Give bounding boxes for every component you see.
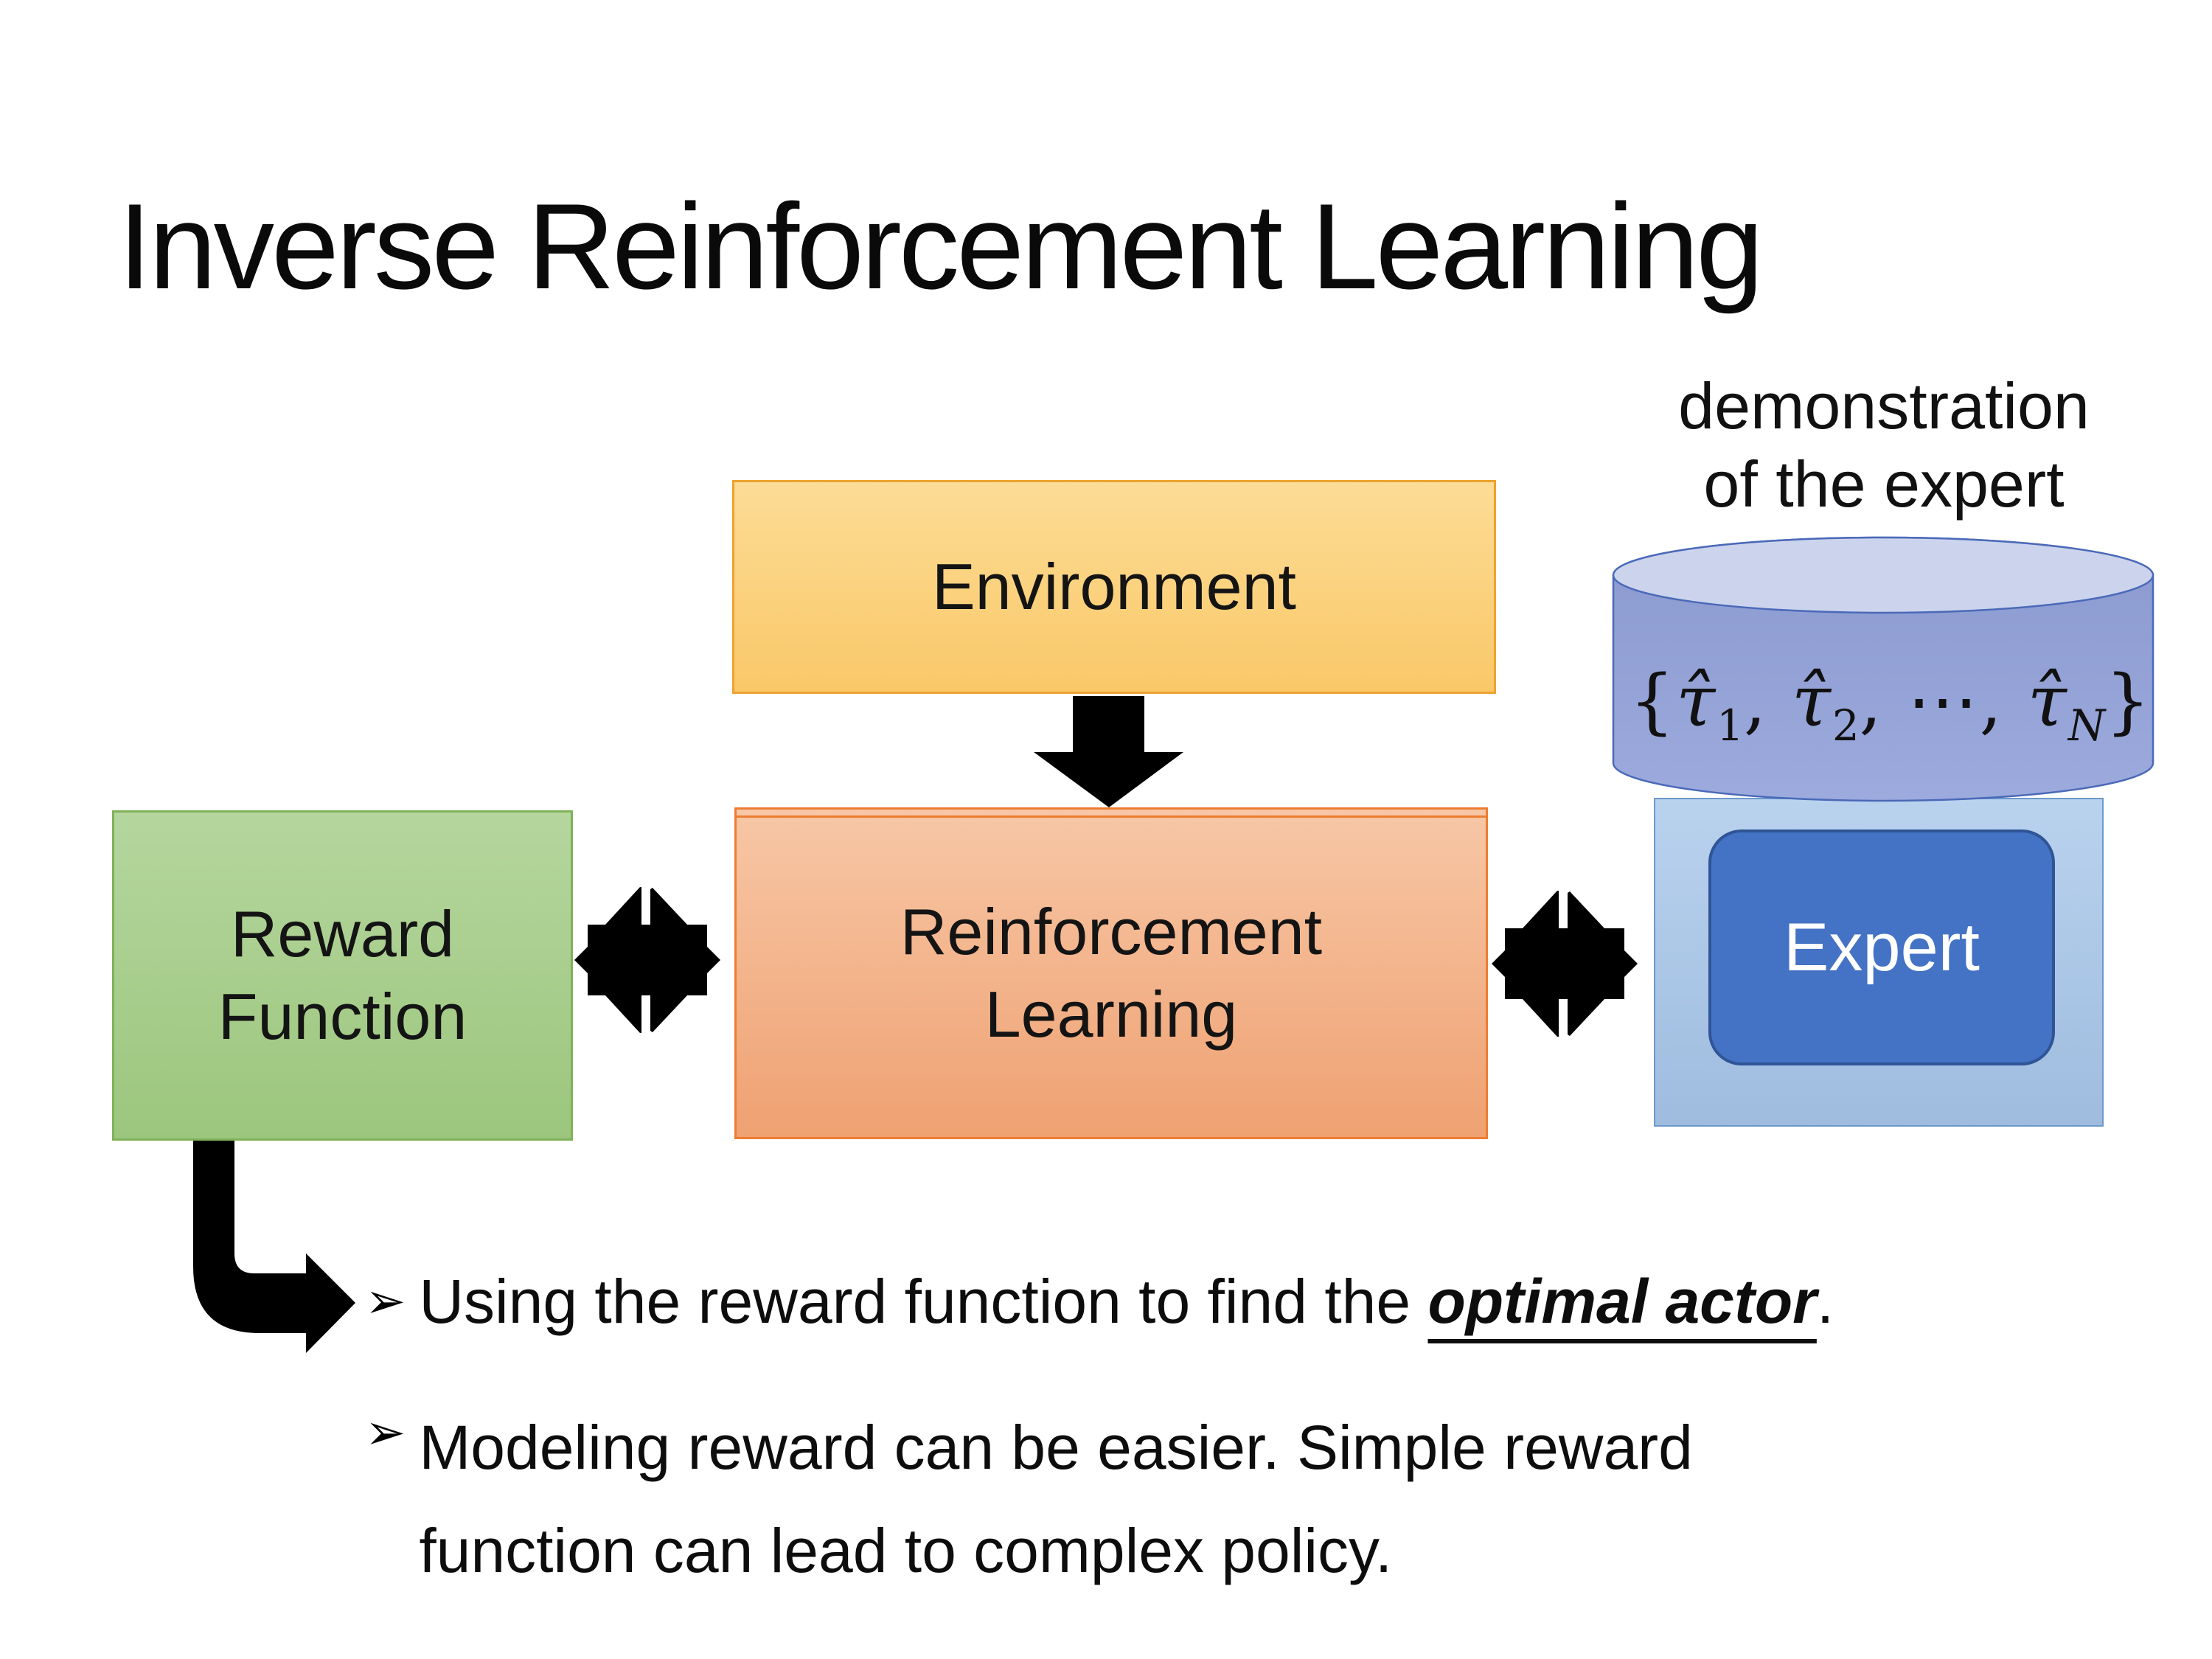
formula-comma: , [1743,660,1792,742]
demonstration-caption-line2: of the expert [1703,448,2065,521]
rl-expert-double-arrow-icon [1492,891,1638,1037]
trajectory-set-formula: {τ̂1, τ̂2, ⋯, τ̂N} [1630,660,2150,751]
reward-label-line1: Reward [230,897,455,970]
environment-box: Environment [732,480,1496,694]
formula-subN: N [2067,701,2106,751]
down-arrow-icon [1034,696,1183,807]
cylinder-top [1612,536,2154,614]
reward-function-box: Reward Function [112,810,573,1141]
formula-sub2: 2 [1832,701,1860,751]
reward-label-line2: Function [218,980,467,1053]
bullet-1-emphasis: optimal actor [1427,1267,1817,1336]
bullet-1-after: . [1816,1267,1834,1336]
rl-label-line1: Reinforcement [900,895,1323,968]
expert-label: Expert [1784,909,1980,985]
environment-label: Environment [931,550,1296,623]
bullet-arrowhead-icon: ➢ [365,1273,406,1329]
bullet-2-line1: Modeling reward can be easier. Simple re… [419,1413,1693,1482]
bullet-2-text: Modeling reward can be easier. Simple re… [419,1396,1693,1602]
demonstration-caption: demonstration of the expert [1607,367,2160,524]
formula-tau1: τ̂ [1676,660,1717,742]
reinforcement-learning-box: Reinforcement Learning [734,807,1488,1139]
formula-comma: , [1859,660,1907,742]
formula-tau2: τ̂ [1791,660,1832,742]
reward-rl-double-arrow-icon [574,887,720,1033]
demonstration-caption-line1: demonstration [1678,369,2090,442]
formula-comma: , [1979,660,2028,742]
bullet-1-text: Using the reward function to find the op… [419,1265,1834,1338]
formula-open-brace: { [1630,660,1677,742]
formula-tauN: τ̂ [2027,660,2068,742]
expert-box: Expert [1708,830,2055,1065]
bullet-item-1: ➢ Using the reward function to find the … [365,1265,1834,1338]
bullet-1-before: Using the reward function to find the [419,1267,1428,1336]
demonstration-database-cylinder [1612,536,2154,802]
formula-sub1: 1 [1717,701,1744,751]
rl-label-line2: Learning [984,978,1238,1051]
rl-box-inner-edge [737,815,1486,818]
formula-cdots: ⋯ [1907,660,1980,742]
bullet-arrowhead-icon: ➢ [365,1404,406,1461]
formula-close-brace: } [2105,660,2152,742]
page-title: Inverse Reinforcement Learning [118,178,1764,314]
bullet-2-line2: function can lead to complex policy. [419,1516,1393,1585]
bent-arrow-icon [193,1138,355,1353]
bullet-item-2: ➢ Modeling reward can be easier. Simple … [365,1396,1693,1602]
